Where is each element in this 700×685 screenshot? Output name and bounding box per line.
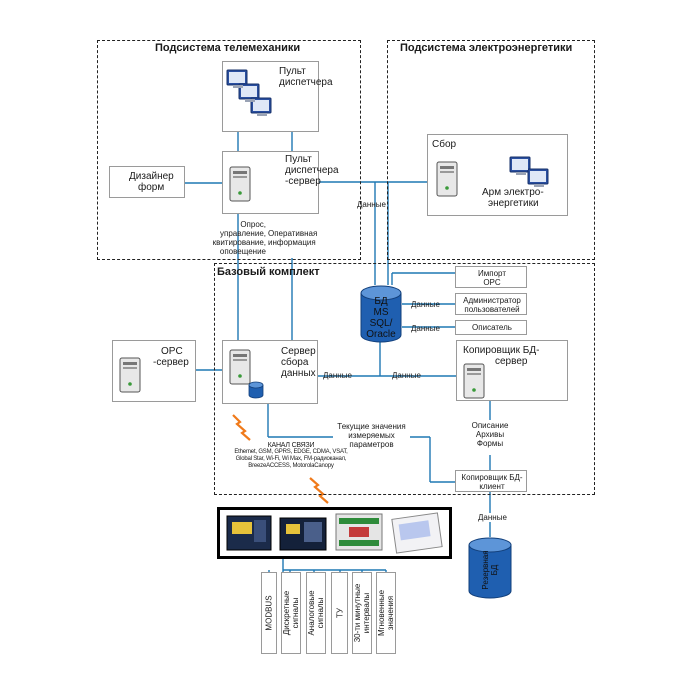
monitors-icon: [226, 69, 272, 116]
collection-server-l1: Сервер: [281, 346, 316, 357]
collection-server-l2: сбора: [281, 357, 309, 368]
telemechanics-subsystem: [97, 40, 361, 260]
dispatcher-server-l1: Пульт: [285, 154, 312, 165]
server-icon: [229, 166, 251, 202]
copier-server: Копировщик БД- сервер: [456, 340, 568, 401]
base-kit-title: Базовый комплект: [217, 266, 320, 278]
server-icon: [463, 363, 485, 399]
devices-panel: [217, 507, 452, 559]
signal-tag-tu: ТУ: [331, 572, 348, 654]
opc-server: OPC -сервер: [112, 340, 196, 402]
dispatcher-server: Пульт диспетчера -сервер: [222, 151, 339, 214]
telemechanics-title: Подсистема телемеханики: [155, 42, 301, 54]
collection-label: Сбор: [432, 139, 457, 150]
dispatcher-server-l3: -сервер: [285, 176, 321, 187]
data-label-3: Данные: [411, 324, 440, 333]
backup-database-icon: [468, 537, 512, 599]
database-icon: [360, 285, 402, 343]
data-label-2: Данные: [411, 300, 440, 309]
monitors-icon: [509, 156, 549, 187]
form-designer-l1: Дизайнер: [129, 171, 174, 182]
data-label-4: Данные: [323, 371, 352, 380]
copier-server-l1: Копировщик БД-: [463, 345, 540, 356]
form-designer: Дизайнер форм: [109, 166, 185, 198]
base-kit: [214, 263, 595, 495]
dispatcher-server-l2: диспетчера: [285, 165, 339, 176]
dispatcher-console: Пульт диспетчера: [222, 61, 333, 132]
describer-box: Описатель: [455, 320, 527, 335]
arm-power-l2: энергетики: [488, 198, 539, 209]
data-label-1: Данные: [357, 200, 386, 209]
poll-label: Опрос,управление,квитирование,оповещение: [212, 220, 266, 256]
opc-server-l2: -сервер: [153, 357, 189, 368]
dispatcher-console-l1: Пульт: [279, 66, 306, 77]
arm-power-l1: Арм электро-: [482, 187, 544, 198]
server-icon: [436, 161, 458, 197]
controllers-icon: [226, 512, 443, 554]
data-label-5: Данные: [392, 371, 421, 380]
copier-server-l2: сервер: [495, 356, 528, 367]
copier-client: Копировщик БД-клиент: [455, 470, 527, 492]
server-icon: [119, 357, 141, 393]
power-subsystem: [387, 40, 595, 260]
collection-box: Сбор Арм электро- энергетики: [427, 134, 568, 216]
signal-tag-modbus: MODBUS: [261, 572, 277, 654]
data-label-6: Данные: [478, 513, 507, 522]
collection-server-l3: данных: [281, 368, 316, 379]
opc-server-l1: OPC: [161, 346, 183, 357]
channel-label: КАНАЛ СВЯЗИ Ethernet, GSM, GPRS, EDGE, C…: [234, 442, 348, 469]
form-designer-l2: форм: [138, 182, 165, 193]
server-db-icon: [229, 349, 264, 399]
collection-server: Сервер сбора данных: [222, 340, 318, 404]
radio-link-icon: [232, 414, 329, 504]
power-title: Подсистема электроэнергетики: [400, 42, 573, 54]
dispatcher-console-l2: диспетчера: [279, 77, 333, 88]
